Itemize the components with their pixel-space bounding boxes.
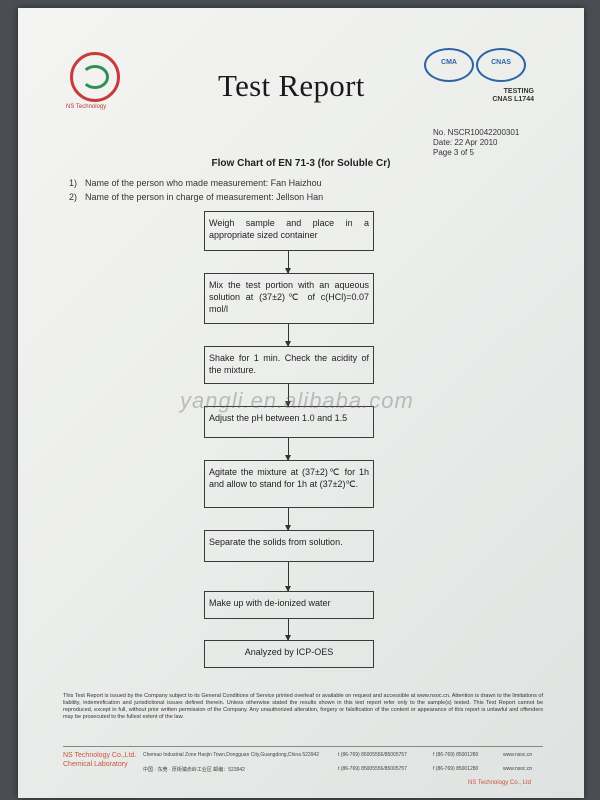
- cnas-code: CNAS L1744: [492, 96, 534, 103]
- flow-step-8: Analyzed by ICP-OES: [204, 640, 374, 668]
- company-logo: NS Technology: [66, 52, 130, 110]
- footer-address-en: Chemao Industrial Zone Haojin Town,Dongg…: [143, 752, 320, 758]
- page-number: Page 3 of 5: [433, 148, 474, 157]
- flow-arrow: [285, 384, 291, 407]
- flow-arrow: [285, 508, 291, 531]
- flow-arrow: [285, 251, 291, 274]
- footer-fax-1: f (86-769) 85001280: [433, 752, 479, 758]
- person-num: 2): [69, 192, 78, 202]
- footer-web-2: www.nsoc.cn: [503, 766, 533, 772]
- disclaimer-text: This Test Report is issued by the Compan…: [63, 693, 543, 720]
- footer-lab-en: Chemical Laboratory: [63, 761, 128, 768]
- flow-step-6: Separate the solids from solution.: [204, 530, 374, 562]
- footer-company-right: NS Technology Co., Ltd: [468, 780, 531, 786]
- cert-1-label: CMA: [441, 59, 457, 66]
- person-line-2: 2) Name of the person in charge of measur…: [69, 192, 323, 202]
- report-number: No. NSCR10042200301: [433, 128, 520, 137]
- ns-logo-icon: [70, 52, 120, 102]
- testing-label: TESTING CNAS L1744: [472, 88, 534, 104]
- cnas-seal-icon: CNAS: [476, 48, 526, 82]
- footer-tel-2: t (86-769) 85005556/85005757: [338, 766, 407, 772]
- report-date: Date: 22 Apr 2010: [433, 138, 498, 147]
- footer-address-cn: 中国 · 东莞 · 厚街镇赤岭工业区 邮编：523942: [143, 767, 245, 773]
- person-line-1: 1) Name of the person who made measuremen…: [69, 178, 322, 188]
- footer-fax-2: f (86-769) 85001280: [433, 766, 479, 772]
- person-num: 1): [69, 178, 78, 188]
- person-text: Name of the person who made measurement:…: [85, 178, 322, 188]
- flow-step-1: Weigh sample and place in a appropriate …: [204, 211, 374, 251]
- report-meta: No. NSCR10042200301 Date: 22 Apr 2010 Pa…: [433, 128, 519, 158]
- logo-text: NS Technology: [66, 104, 107, 110]
- footer-web-1: www.nsoc.cn: [503, 752, 533, 758]
- flow-arrow: [285, 562, 291, 592]
- flow-arrow: [285, 619, 291, 641]
- flow-arrow: [285, 438, 291, 461]
- cma-seal-icon: CMA: [424, 48, 474, 82]
- footer-tel-1: t (86-769) 85005556/85005757: [338, 752, 407, 758]
- watermark: yangli.en.alibaba.com: [180, 388, 414, 413]
- flow-step-4: Adjust the pH between 1.0 and 1.5: [204, 406, 374, 438]
- flow-step-2: Mix the test portion with an aqueous sol…: [204, 273, 374, 324]
- footer: NS Technology Co.,Ltd. Chemical Laborato…: [63, 746, 543, 793]
- flow-step-3: Shake for 1 min. Check the acidity of th…: [204, 346, 374, 384]
- report-title: Test Report: [218, 68, 365, 103]
- flow-step-7: Make up with de-ionized water: [204, 591, 374, 619]
- flow-chart-title: Flow Chart of EN 71-3 (for Soluble Cr): [211, 158, 391, 169]
- footer-company-en: NS Technology Co.,Ltd.: [63, 752, 137, 759]
- cert-2-label: CNAS: [491, 59, 511, 66]
- testing-text: TESTING: [503, 88, 534, 95]
- report-page: NS Technology Test Report CMA CNAS TESTI…: [18, 8, 584, 798]
- flow-arrow: [285, 324, 291, 347]
- person-text: Name of the person in charge of measurem…: [85, 192, 324, 202]
- flow-step-5: Agitate the mixture at (37±2)℃ for 1h an…: [204, 460, 374, 508]
